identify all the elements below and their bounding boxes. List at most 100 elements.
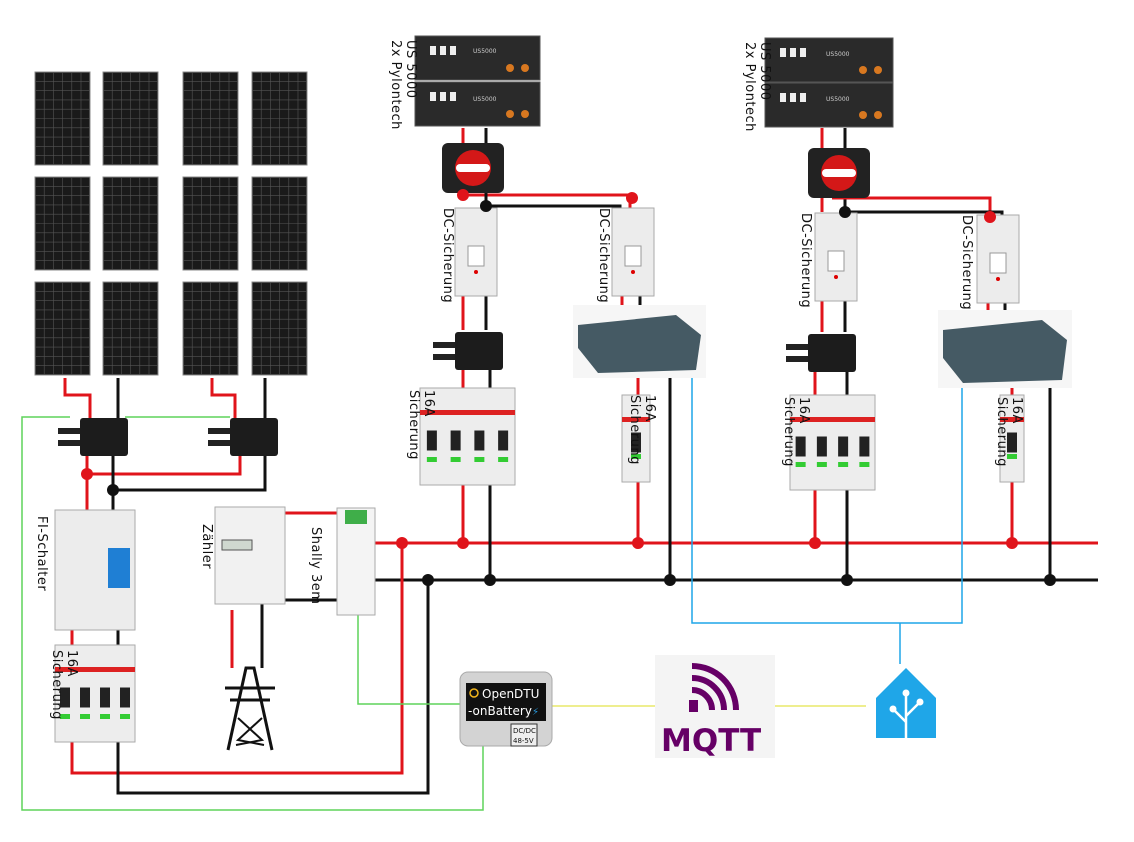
battery-button <box>450 92 456 101</box>
fi-switch <box>54 509 136 631</box>
svg-text:16A: 16A <box>796 397 811 424</box>
breaker-toggle <box>426 430 437 451</box>
breaker-stripe <box>790 417 875 422</box>
breaker-indicator <box>450 457 461 462</box>
circuit-breaker <box>999 394 1025 483</box>
battery-model-1: US5000 <box>473 48 497 55</box>
battery-body <box>414 81 541 127</box>
solar-panel <box>34 176 91 271</box>
solar-panel <box>182 71 239 166</box>
svg-text:2x Pylontech: 2x Pylontech <box>388 40 403 130</box>
inverter-body <box>455 332 503 370</box>
battery-terminal <box>874 111 882 119</box>
breaker-indicator <box>100 714 110 719</box>
junction-dot <box>1044 574 1056 586</box>
inverter-body <box>808 334 856 372</box>
breaker-indicator <box>795 462 806 467</box>
breaker-indicator <box>498 457 509 462</box>
inverter-cable <box>58 428 80 434</box>
fi-lever <box>108 548 130 588</box>
wire-pv <box>210 378 237 418</box>
label-fuse-16a-1: Sicherung 16A <box>406 390 436 460</box>
breaker-indicator <box>474 457 485 462</box>
fuse-lever <box>827 250 845 272</box>
power-tower <box>225 666 275 751</box>
battery-button <box>440 46 446 55</box>
breaker-indicator <box>1007 454 1017 459</box>
svg-text:Sicherung: Sicherung <box>781 397 796 467</box>
fuse-lever <box>989 252 1007 274</box>
breaker-toggle <box>474 430 485 451</box>
breaker-toggle <box>631 432 641 453</box>
circuit-breaker <box>789 394 876 491</box>
wire-data <box>357 615 460 705</box>
label-fuse-16a-left: Sicherung 16A <box>49 650 79 720</box>
svg-text:Sicherung: Sicherung <box>49 650 64 720</box>
svg-text:16A: 16A <box>642 395 657 422</box>
breaker-toggle <box>498 430 509 451</box>
label-meter: Zähler <box>199 524 214 569</box>
breaker-toggle <box>795 436 806 457</box>
breaker-stripe <box>622 417 650 422</box>
battery-button <box>800 48 806 57</box>
battery-terminal <box>874 66 882 74</box>
inverter-cable <box>433 354 455 360</box>
junction-dot <box>81 468 93 480</box>
wire-data <box>21 416 484 811</box>
junction-dot <box>457 537 469 549</box>
battery-model-2: US5000 <box>473 96 497 103</box>
solar-panel <box>182 176 239 271</box>
fuse-indicator <box>631 270 635 274</box>
battery-model-3: US5000 <box>826 51 850 58</box>
wire-dc <box>832 196 992 215</box>
breaker-indicator <box>60 714 70 719</box>
junction-dot <box>107 484 119 496</box>
dc-fuse <box>814 212 858 302</box>
breaker-toggle <box>1007 432 1017 453</box>
meter-body <box>214 506 286 605</box>
junction-dot <box>457 189 469 201</box>
opendtu-board[interactable]: OpenDTU -onBattery ⚡ DC/DC 48-5V <box>459 671 553 747</box>
fuse-indicator <box>996 277 1000 281</box>
battery-terminal <box>859 66 867 74</box>
wire-ac <box>70 543 404 775</box>
fuse-indicator <box>474 270 478 274</box>
circuit-breaker <box>54 644 136 743</box>
shelly-body <box>336 507 376 616</box>
battery-terminal <box>521 64 529 72</box>
microinverter <box>786 334 856 372</box>
battery-switch <box>442 143 504 193</box>
svg-text:Sicherung: Sicherung <box>406 390 421 460</box>
devices <box>34 35 1072 751</box>
svg-text:2x Pylontech: 2x Pylontech <box>742 42 757 132</box>
charger <box>573 305 706 378</box>
battery-button <box>440 92 446 101</box>
battery <box>414 81 541 127</box>
breaker-toggle <box>120 687 130 708</box>
wire-dc <box>845 210 1004 215</box>
battery-terminal <box>859 111 867 119</box>
junction-dot <box>480 200 492 212</box>
breaker-body <box>621 394 651 483</box>
svg-text:OpenDTU: OpenDTU <box>482 687 539 701</box>
inverter-body <box>80 418 128 456</box>
home-assistant-logo <box>866 664 946 742</box>
shelly-terminals <box>345 510 367 524</box>
wire-ac <box>87 455 242 476</box>
battery-terminal <box>506 64 514 72</box>
battery-button <box>780 48 786 57</box>
junction-dot <box>809 537 821 549</box>
switch-handle <box>456 164 490 172</box>
breaker-indicator <box>120 714 130 719</box>
battery-model-4: US5000 <box>826 96 850 103</box>
breaker-stripe <box>55 667 135 672</box>
label-dc-fuse-2: DC-Sicherung <box>596 208 611 303</box>
wire-dc <box>484 128 622 210</box>
dc-fuse <box>976 214 1020 304</box>
inverter-cable <box>58 440 80 446</box>
label-shelly: Shally 3em <box>308 527 323 604</box>
breaker-toggle <box>859 436 870 457</box>
battery-body <box>764 82 894 128</box>
dc-fuse <box>454 207 498 297</box>
